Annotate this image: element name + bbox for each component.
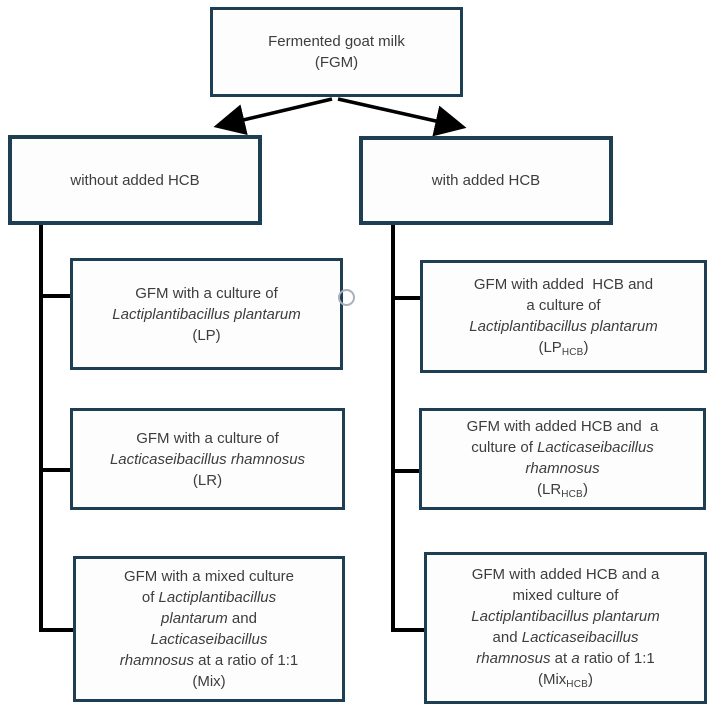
node-text-line: (LPHCB) [538, 338, 589, 358]
connector-right-branch-1 [391, 296, 420, 300]
anchor-circle-artifact [338, 289, 355, 306]
node-text-line: Lacticaseibacillus rhamnosus [109, 450, 306, 468]
node-text-line: without added HCB [70, 171, 200, 189]
node-text-line: (Mix) [192, 673, 226, 690]
node-text-line: rhamnosus at a ratio of 1:1 [476, 650, 655, 667]
node-gfm-lp-hcb: GFM with added HCB and a culture of Lactip… [420, 260, 707, 373]
node-text-line: culture of Lacticaseibacillus [471, 439, 654, 456]
node-text-line: and Lacticaseibacillus [492, 629, 639, 646]
node-text-line: rhamnosus [525, 460, 600, 477]
node-gfm-mix: GFM with a mixed culture of Lactiplantiba… [73, 556, 345, 702]
node-fermented-goat-milk: Fermented goat milk (FGM) [210, 7, 463, 97]
node-with-added-hcb: with added HCB [359, 136, 613, 225]
branch-arrow-left-icon [213, 97, 333, 136]
branch-arrow-right-icon [337, 97, 467, 137]
node-text-line: (LP) [192, 326, 221, 344]
node-without-added-hcb: without added HCB [8, 135, 262, 225]
connector-right-vertical [391, 225, 395, 632]
node-text-line: a culture of [526, 296, 601, 314]
node-text-line: Lactiplantibacillus plantarum [469, 317, 658, 335]
node-text-line: GFM with added HCB and a [466, 418, 659, 435]
node-text-line: GFM with a mixed culture [123, 568, 295, 585]
node-text-line: (LRHCB) [537, 481, 588, 500]
node-text-line: GFM with added HCB and a [471, 566, 660, 583]
node-gfm-lr: GFM with a culture of Lacticaseibacillus … [70, 408, 345, 510]
node-text-line: GFM with a culture of [135, 284, 278, 302]
connector-left-branch-3 [39, 628, 73, 632]
node-text-line: GFM with a culture of [136, 429, 279, 447]
node-text-line: mixed culture of [512, 587, 619, 604]
node-text-line: plantarum and [161, 610, 257, 627]
node-gfm-lr-hcb: GFM with added HCB and a culture of Lacti… [419, 408, 706, 510]
node-text-line: Lactiplantibacillus plantarum [112, 305, 301, 323]
node-text-line: with added HCB [431, 172, 541, 189]
node-text-line: Fermented goat milk [268, 33, 405, 50]
node-text-line: (LR) [192, 471, 223, 489]
node-text-line: Lacticaseibacillus [150, 631, 268, 648]
node-text-line: rhamnosus at a ratio of 1:1 [119, 652, 299, 669]
connector-right-branch-2 [391, 469, 419, 473]
node-text-line: GFM with added HCB and [473, 275, 654, 293]
node-text-line: of Lactiplantibacillus [141, 589, 277, 606]
node-text-line: Lactiplantibacillus plantarum [471, 608, 660, 625]
connector-left-vertical [39, 225, 43, 632]
node-text-line: (MixHCB) [537, 671, 594, 690]
connector-left-branch-2 [39, 468, 70, 472]
node-gfm-lp: GFM with a culture of Lactiplantibacillus… [70, 258, 343, 370]
node-gfm-mix-hcb: GFM with added HCB and a mixed culture of… [424, 552, 707, 704]
connector-left-branch-1 [39, 294, 70, 298]
node-text-line: (FGM) [314, 54, 359, 71]
connector-right-branch-3 [391, 628, 424, 632]
